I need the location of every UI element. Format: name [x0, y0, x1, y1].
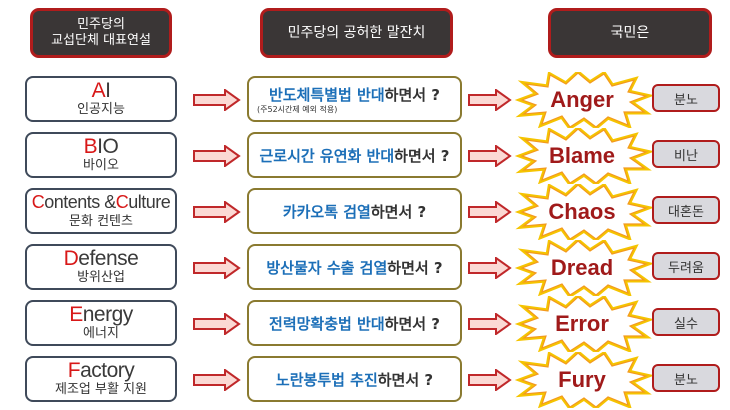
policy-tail: 하면서 ?: [387, 258, 443, 277]
header-people: 국민은: [548, 8, 712, 58]
arrow-right-icon: [468, 145, 512, 167]
arrow-right-icon: [468, 313, 512, 335]
industry-korean: 에너지: [83, 326, 119, 341]
burst-icon: [514, 293, 655, 355]
emotion-burst: Blame: [512, 125, 655, 187]
emotion-word: Anger: [550, 87, 614, 112]
policy-box: 반도체특별법 반대하면서 ? (주52시간제 예외 적용): [247, 76, 462, 122]
arrow-right-icon: [193, 89, 241, 111]
emotion-korean-tag: 비난: [652, 140, 720, 168]
emotion-word: Dread: [550, 255, 614, 280]
burst-icon: [514, 69, 655, 131]
industry-korean: 바이오: [83, 158, 119, 173]
arrow-right-icon: [193, 369, 241, 391]
arrow-right-icon: [193, 201, 241, 223]
policy-tail: 하면서 ?: [377, 370, 434, 389]
industry-name: Energy: [69, 303, 133, 326]
industry-box: BIO 바이오: [25, 132, 177, 178]
arrow-right-icon: [468, 369, 512, 391]
emotion-burst: Error: [512, 293, 655, 355]
policy-box: 카카오톡 검열하면서 ?: [247, 188, 462, 234]
burst-icon: [514, 181, 655, 243]
emotion-word: Chaos: [548, 199, 616, 224]
industry-box: Energy 에너지: [25, 300, 177, 346]
emotion-burst: Anger: [512, 69, 655, 131]
industry-box: Defense 방위산업: [25, 244, 177, 290]
header-speech-line2: 교섭단체 대표연설: [51, 33, 151, 48]
arrow-right-icon: [193, 257, 241, 279]
emotion-burst: Dread: [512, 237, 655, 299]
industry-name: BIO: [83, 135, 119, 158]
diagram-row: AI 인공지능 반도체특별법 반대하면서 ? (주52시간제 예외 적용) An…: [0, 69, 730, 131]
emotion-burst: Chaos: [512, 181, 655, 243]
policy-highlight: 카카오톡 검열: [282, 202, 371, 221]
policy-highlight: 전력망확충법 반대: [269, 314, 385, 333]
policy-box: 근로시간 유연화 반대하면서 ?: [247, 132, 462, 178]
policy-box: 방산물자 수출 검열하면서 ?: [247, 244, 462, 290]
burst-icon: [514, 125, 655, 187]
policy-box: 전력망확충법 반대하면서 ?: [247, 300, 462, 346]
arrow-right-icon: [193, 313, 241, 335]
emotion-word: Error: [555, 311, 609, 336]
industry-name: Factory: [67, 359, 135, 382]
header-speech-line1: 민주당의: [77, 17, 125, 32]
policy-tail: 하면서 ?: [394, 146, 450, 165]
emotion-korean-tag: 분노: [652, 364, 720, 392]
emotion-word: Blame: [548, 143, 616, 168]
emotion-korean-tag: 두려움: [652, 252, 720, 280]
header-empty-talk: 민주당의 공허한 말잔치: [260, 8, 453, 58]
diagram-row: Defense 방위산업 방산물자 수출 검열하면서 ? Dread 두려움: [0, 237, 730, 299]
arrow-right-icon: [468, 89, 512, 111]
industry-korean: 방위산업: [77, 270, 125, 285]
policy-note: (주52시간제 예외 적용): [257, 104, 338, 114]
arrow-right-icon: [468, 201, 512, 223]
emotion-burst: Fury: [512, 349, 655, 410]
policy-highlight: 노란봉투법 추진: [275, 370, 378, 389]
burst-icon: [514, 237, 655, 299]
emotion-korean-tag: 대혼돈: [652, 196, 720, 224]
arrow-right-icon: [468, 257, 512, 279]
policy-highlight: 반도체특별법 반대: [269, 85, 385, 104]
diagram-row: Contents &Culture 문화 컨텐츠 카카오톡 검열하면서 ? Ch…: [0, 181, 730, 243]
policy-highlight: 근로시간 유연화 반대: [259, 146, 395, 165]
industry-box: Factory 제조업 부활 지원: [25, 356, 177, 402]
burst-icon: [514, 349, 655, 410]
emotion-word: Fury: [558, 367, 606, 392]
diagram-row: BIO 바이오 근로시간 유연화 반대하면서 ? Blame 비난: [0, 125, 730, 187]
policy-tail: 하면서 ?: [384, 314, 440, 333]
diagram-row: Factory 제조업 부활 지원 노란봉투법 추진하면서 ? Fury 분노: [0, 349, 730, 410]
industry-korean: 제조업 부활 지원: [55, 382, 147, 397]
industry-name: Contents &Culture: [31, 192, 171, 212]
industry-name: AI: [91, 79, 111, 102]
policy-box: 노란봉투법 추진하면서 ?: [247, 356, 462, 402]
policy-highlight: 방산물자 수출 검열: [266, 258, 388, 277]
industry-korean: 문화 컨텐츠: [69, 214, 133, 229]
diagram-row: Energy 에너지 전력망확충법 반대하면서 ? Error 실수: [0, 293, 730, 355]
policy-tail: 하면서 ?: [384, 85, 440, 104]
industry-name: Defense: [63, 247, 139, 270]
emotion-korean-tag: 분노: [652, 84, 720, 112]
emotion-korean-tag: 실수: [652, 308, 720, 336]
industry-box: Contents &Culture 문화 컨텐츠: [25, 188, 177, 234]
policy-tail: 하면서 ?: [370, 202, 427, 221]
industry-box: AI 인공지능: [25, 76, 177, 122]
industry-korean: 인공지능: [77, 102, 125, 117]
arrow-right-icon: [193, 145, 241, 167]
